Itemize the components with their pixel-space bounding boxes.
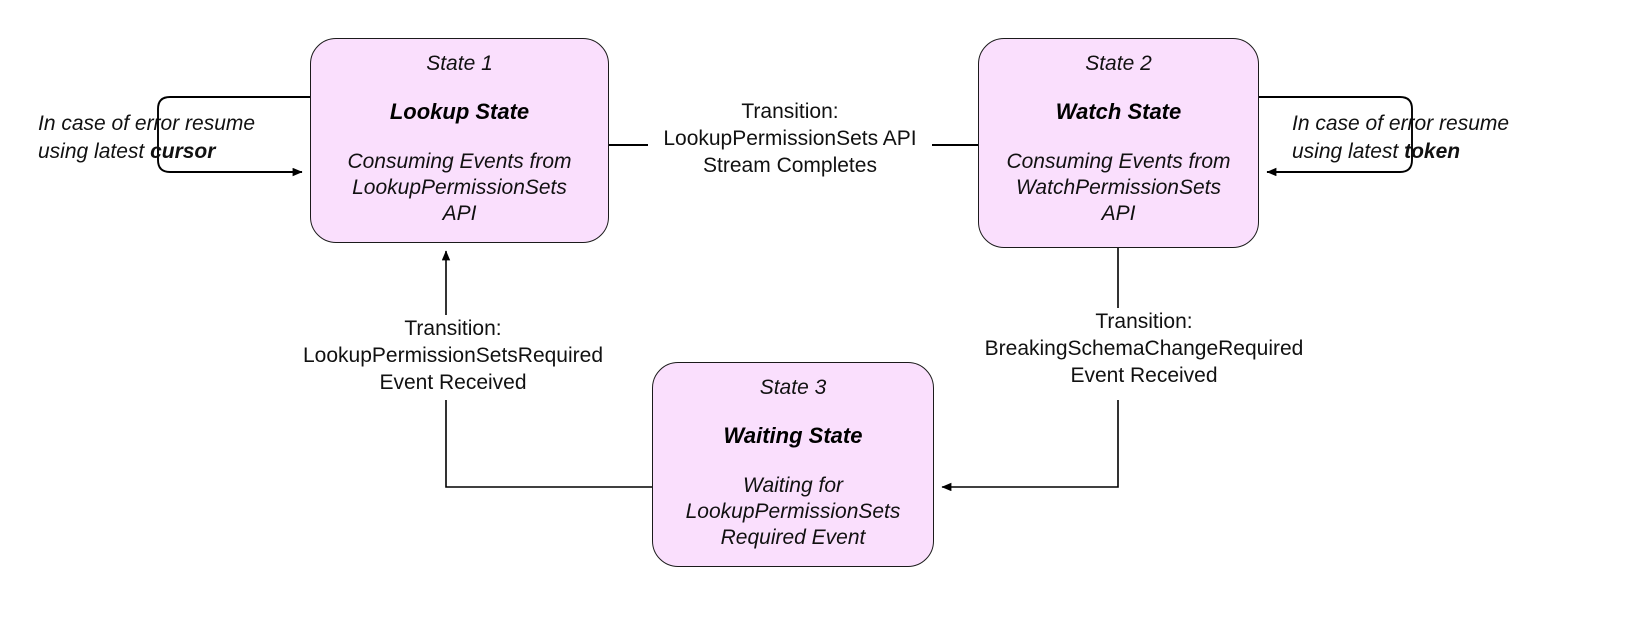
self-loop-label-state2: In case of error resume using latest tok… (1292, 110, 1552, 166)
self-loop-label-line1: In case of error resume (1292, 112, 1510, 135)
state-node-id: State 2 (1085, 52, 1152, 75)
state-node-id: State 1 (426, 52, 493, 75)
state-node-name: Waiting State (723, 423, 863, 448)
self-loop-label-emphasis: cursor (150, 140, 216, 163)
edge-state3-to-state1 (441, 250, 652, 488)
self-loop-label-line2: using latest cursor (38, 138, 298, 166)
state-node-id: State 3 (759, 376, 827, 399)
state-node-watch-state[interactable]: State 2 Watch State Consuming Events fro… (978, 38, 1259, 248)
state-node-name: Watch State (1055, 99, 1182, 124)
edge-label-state3-to-state1: Transition: LookupPermissionSetsRequired… (303, 317, 603, 394)
self-loop-label-emphasis: token (1404, 140, 1461, 163)
edge-label-state2-to-state3: Transition: BreakingSchemaChangeRequired… (984, 310, 1304, 387)
self-loop-label-prefix: using latest (1292, 140, 1405, 163)
state-node-description: Consuming Events from WatchPermissionSet… (1006, 150, 1231, 225)
self-loop-state1 (157, 96, 310, 177)
self-loop-label-state1: In case of error resume using latest cur… (38, 110, 298, 166)
edge-label-state1-to-state2: Transition: LookupPermissionSets API Str… (663, 100, 917, 177)
self-loop-label-prefix: using latest (38, 140, 151, 163)
state-node-description: Consuming Events from LookupPermissionSe… (347, 150, 572, 225)
state-node-name: Lookup State (389, 99, 530, 124)
state-node-lookup-state[interactable]: State 1 Lookup State Consuming Events fr… (310, 38, 609, 243)
self-loop-label-line1: In case of error resume (38, 112, 256, 135)
edge-state2-to-state3 (941, 248, 1119, 492)
state-node-waiting-state[interactable]: State 3 Waiting State Waiting for Lookup… (652, 362, 934, 567)
state-node-description: Waiting for LookupPermissionSets Require… (685, 474, 901, 549)
self-loop-state2 (1259, 96, 1413, 177)
self-loop-label-line2: using latest token (1292, 138, 1552, 166)
